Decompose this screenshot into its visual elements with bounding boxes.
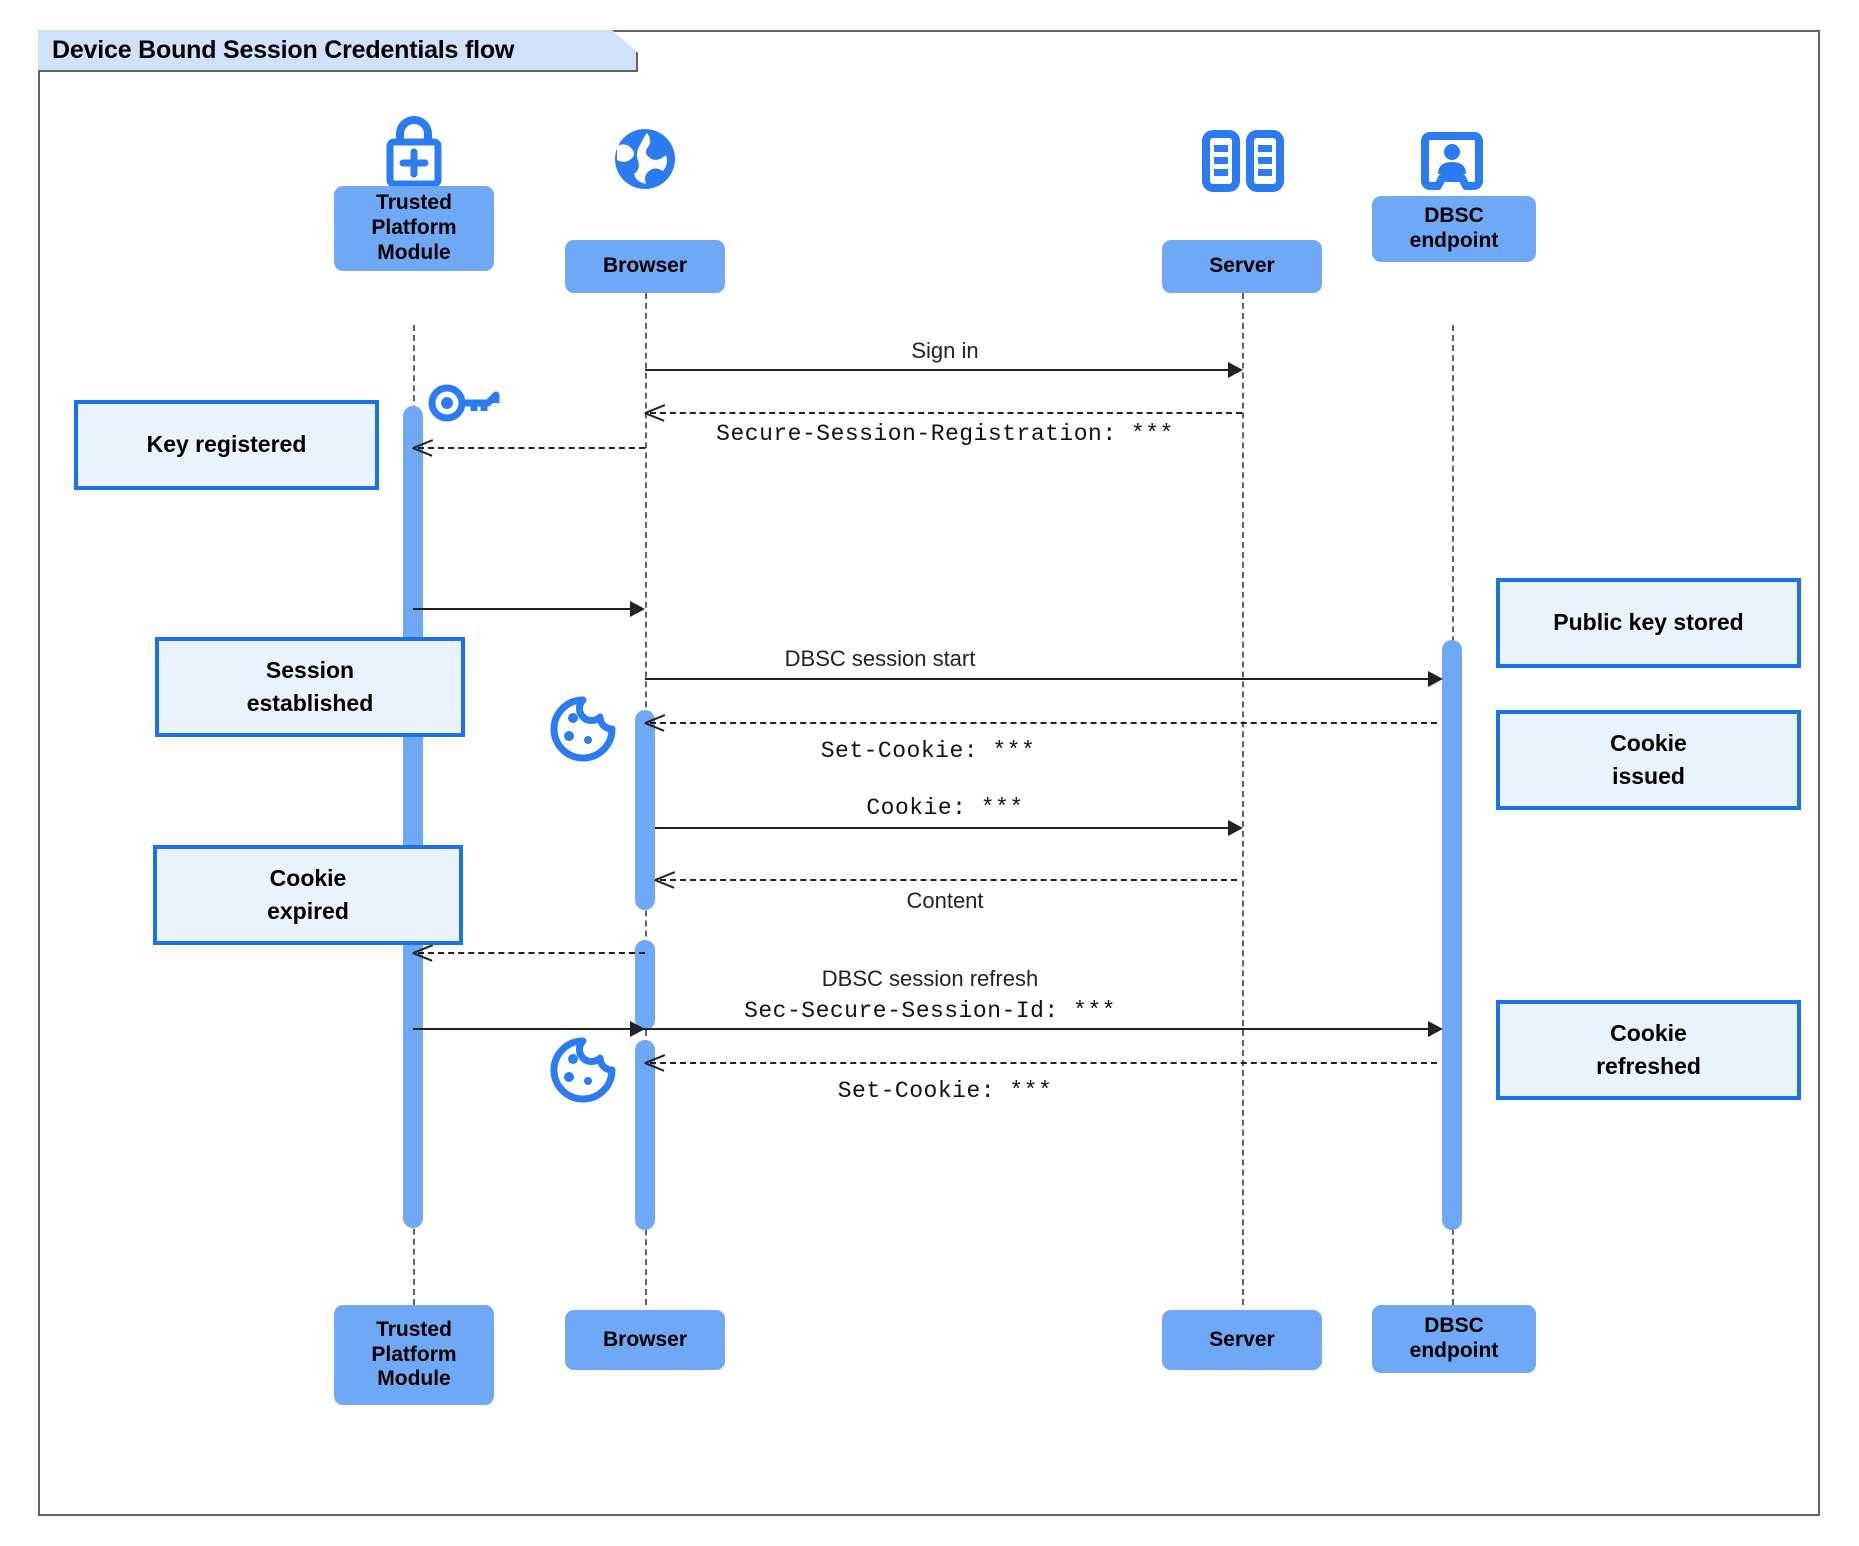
message-line-content [660, 879, 1237, 881]
note-key-registered-text: Key registered [146, 431, 307, 458]
participant-dbsc-bottom[interactable]: DBSC endpoint [1372, 1305, 1536, 1373]
message-line-browser-to-tpm-register [418, 447, 645, 449]
message-line-sign-in [645, 369, 1237, 371]
globe-icon [601, 128, 689, 190]
note-cookie-refreshed: Cookie refreshed [1496, 1000, 1801, 1100]
message-arrowhead-browser-to-tpm-register [413, 437, 433, 457]
participant-dbsc-top[interactable]: DBSC endpoint [1372, 196, 1536, 262]
note-cookie-expired-line2: expired [267, 898, 349, 924]
participant-tpm-bottom-line2: Platform [371, 1342, 457, 1366]
message-label-content: Content [906, 888, 984, 913]
lifeline-server [1242, 283, 1244, 1305]
participant-dbsc-label-line2: endpoint [1409, 229, 1499, 252]
participant-browser-label: Browser [602, 254, 688, 278]
participant-browser-bottom[interactable]: Browser [565, 1310, 725, 1370]
activation-bar-browser-session [635, 710, 655, 910]
activation-bar-browser-expired [635, 940, 655, 1030]
message-line-set-cookie-2 [650, 1062, 1437, 1064]
message-label-sign-in: Sign in [911, 338, 979, 363]
note-cookie-refreshed-line1: Cookie [1610, 1019, 1687, 1046]
note-public-key-stored: Public key stored [1496, 578, 1801, 668]
participant-server-top[interactable]: Server [1162, 240, 1322, 293]
participant-dbsc-bottom-line2: endpoint [1409, 1339, 1499, 1362]
diagram-title: Device Bound Session Credentials flow [38, 30, 638, 72]
participant-browser-bottom-label: Browser [602, 1327, 688, 1351]
message-label-sec-secure-session-id: Sec-Secure-Session-Id: *** [744, 998, 1116, 1024]
message-line-browser-to-tpm-refresh [418, 952, 645, 954]
message-label-secure-session-registration: Secure-Session-Registration: *** [716, 421, 1174, 447]
note-session-established-line2: established [246, 690, 374, 716]
note-public-key-stored-text: Public key stored [1553, 609, 1744, 636]
activation-bar-tpm [403, 406, 423, 1228]
note-cookie-expired: Cookie expired [153, 845, 463, 945]
participant-tpm-label-line3: Module [377, 240, 451, 264]
participant-tpm-label-line1: Trusted [376, 191, 452, 215]
message-label-cookie: Cookie: *** [866, 795, 1024, 821]
participant-server-bottom-label: Server [1209, 1327, 1275, 1351]
message-arrowhead-secure-session-registration [645, 402, 665, 422]
message-line-dbsc-session-refresh [413, 1028, 1437, 1030]
message-label-dbsc-session-start: DBSC session start [784, 646, 976, 671]
id-badge-icon [1420, 130, 1484, 192]
note-cookie-issued-line1: Cookie [1610, 729, 1687, 756]
note-key-registered: Key registered [74, 400, 379, 490]
message-label-set-cookie-2: Set-Cookie: *** [837, 1078, 1053, 1104]
message-line-secure-session-registration [650, 412, 1242, 414]
note-cookie-issued: Cookie issued [1496, 710, 1801, 810]
note-session-established-line1: Session [265, 656, 355, 683]
message-label-set-cookie-1: Set-Cookie: *** [820, 738, 1036, 764]
message-line-tpm-to-browser-key [413, 608, 637, 610]
lock-plus-icon [370, 110, 458, 190]
note-session-established: Session established [155, 637, 465, 737]
server-rack-icon [1198, 130, 1288, 192]
activation-bar-dbsc [1442, 640, 1462, 1230]
activation-bar-browser-refresh [635, 1040, 655, 1230]
message-arrowhead-set-cookie-1 [645, 712, 665, 732]
message-arrowhead-tpm-to-browser-key [630, 601, 645, 617]
message-line-set-cookie-1 [650, 722, 1437, 724]
note-cookie-issued-line2: issued [1612, 763, 1685, 789]
message-arrowhead-browser-to-tpm-refresh [413, 942, 433, 962]
participant-server-bottom[interactable]: Server [1162, 1310, 1322, 1370]
participant-tpm-top[interactable]: Trusted Platform Module [334, 186, 494, 271]
participant-tpm-bottom-line3: Module [377, 1367, 451, 1391]
note-cookie-refreshed-line2: refreshed [1596, 1053, 1701, 1079]
cookie-icon-refresh [548, 1035, 618, 1105]
message-label-dbsc-session-refresh: DBSC session refresh [821, 966, 1039, 991]
note-cookie-expired-line1: Cookie [269, 864, 347, 891]
message-arrowhead-tpm-to-browser-refresh [630, 1021, 645, 1037]
message-arrowhead-dbsc-session-refresh [1428, 1021, 1443, 1037]
participant-browser-top[interactable]: Browser [565, 240, 725, 293]
participant-dbsc-bottom-line1: DBSC [1424, 1314, 1484, 1338]
message-line-dbsc-session-start [645, 678, 1437, 680]
message-arrowhead-content [655, 869, 675, 889]
participant-server-label: Server [1209, 254, 1275, 278]
message-arrowhead-set-cookie-2 [645, 1052, 665, 1072]
message-arrowhead-dbsc-session-start [1428, 671, 1443, 687]
message-line-cookie [655, 827, 1237, 829]
message-arrowhead-cookie [1228, 820, 1243, 836]
participant-tpm-label-line2: Platform [371, 216, 457, 240]
key-icon [428, 380, 500, 426]
participant-tpm-bottom[interactable]: Trusted Platform Module [334, 1305, 494, 1405]
cookie-icon-session [548, 694, 618, 764]
participant-dbsc-label-line1: DBSC [1424, 204, 1484, 228]
message-arrowhead-sign-in [1228, 362, 1243, 378]
participant-tpm-bottom-line1: Trusted [376, 1317, 452, 1341]
